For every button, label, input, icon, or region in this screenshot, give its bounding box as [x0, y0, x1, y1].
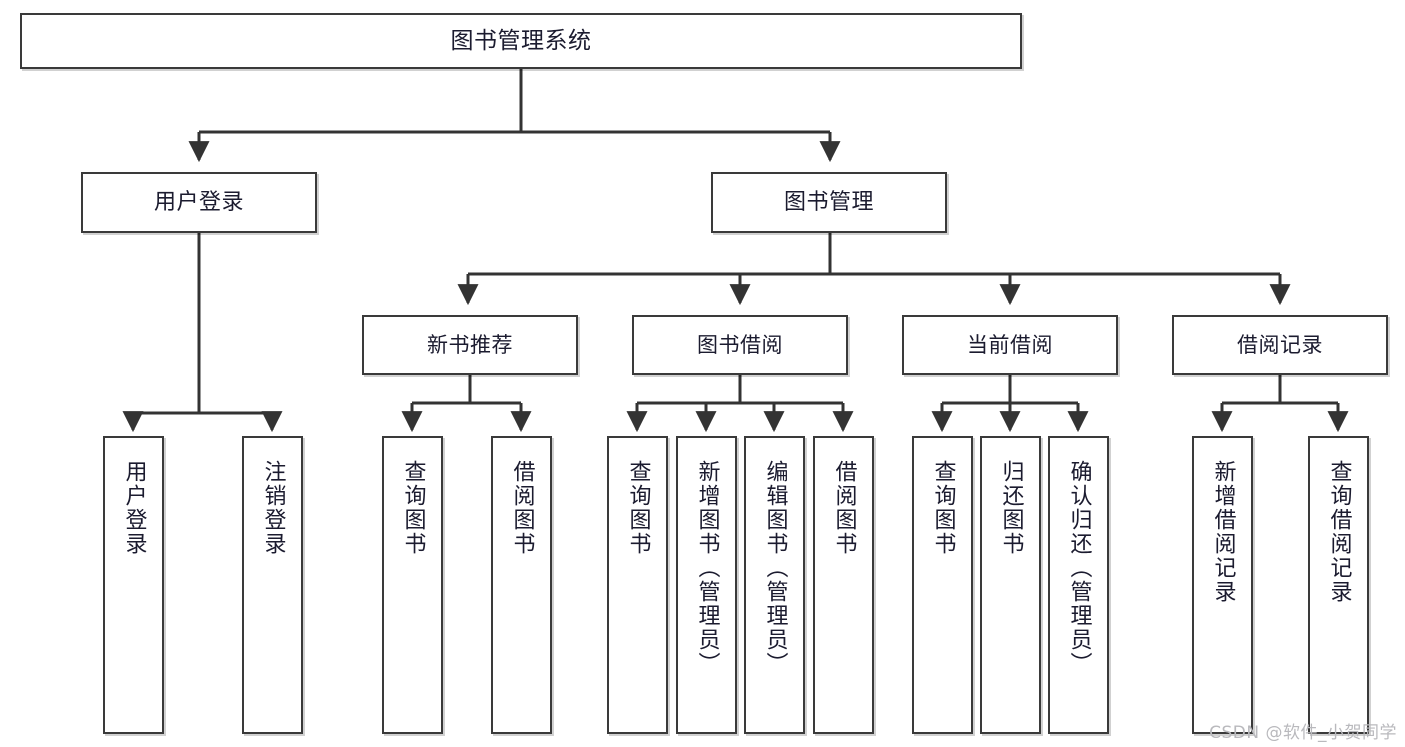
node-new-book-recommend-label: 新书推荐 [427, 332, 513, 357]
node-root[interactable]: 图书管理系统 [20, 13, 1022, 69]
node-book-borrow[interactable]: 图书借阅 [632, 315, 848, 375]
node-borrow-record[interactable]: 借阅记录 [1172, 315, 1388, 375]
node-leaf-edit-book-label: 编辑图书（管理员） [762, 460, 788, 676]
node-user-login[interactable]: 用户登录 [81, 172, 317, 233]
node-leaf-user-logout-label: 注销登录 [260, 460, 286, 556]
node-leaf-confirm-return[interactable]: 确认归还（管理员） [1048, 436, 1109, 734]
node-leaf-borrow-book-2-label: 借阅图书 [831, 460, 857, 556]
node-leaf-query-book-2-label: 查询图书 [625, 460, 651, 556]
node-current-borrow-label: 当前借阅 [967, 332, 1053, 357]
node-book-manage-label: 图书管理 [783, 189, 874, 215]
node-leaf-add-book-label: 新增图书（管理员） [694, 460, 720, 676]
node-root-label: 图书管理系统 [450, 27, 592, 54]
node-leaf-query-book-2[interactable]: 查询图书 [607, 436, 668, 734]
node-leaf-add-record[interactable]: 新增借阅记录 [1192, 436, 1253, 734]
node-book-manage[interactable]: 图书管理 [711, 172, 947, 233]
node-leaf-return-book[interactable]: 归还图书 [980, 436, 1041, 734]
node-leaf-query-record-label: 查询借阅记录 [1326, 460, 1352, 604]
node-leaf-add-book[interactable]: 新增图书（管理员） [676, 436, 737, 734]
node-leaf-borrow-book-1-label: 借阅图书 [509, 460, 535, 556]
node-leaf-user-logout[interactable]: 注销登录 [242, 436, 303, 734]
node-leaf-query-book-3-label: 查询图书 [930, 460, 956, 556]
node-book-borrow-label: 图书借阅 [697, 332, 783, 357]
node-current-borrow[interactable]: 当前借阅 [902, 315, 1118, 375]
node-leaf-confirm-return-label: 确认归还（管理员） [1066, 460, 1092, 676]
node-leaf-query-record[interactable]: 查询借阅记录 [1308, 436, 1369, 734]
node-leaf-return-book-label: 归还图书 [998, 460, 1024, 556]
node-leaf-user-login-label: 用户登录 [121, 460, 147, 556]
node-leaf-edit-book[interactable]: 编辑图书（管理员） [744, 436, 805, 734]
node-leaf-user-login[interactable]: 用户登录 [103, 436, 164, 734]
node-leaf-borrow-book-1[interactable]: 借阅图书 [491, 436, 552, 734]
node-leaf-query-book-3[interactable]: 查询图书 [912, 436, 973, 734]
watermark: CSDN @软件_小贺同学 [1209, 723, 1397, 743]
node-leaf-add-record-label: 新增借阅记录 [1210, 460, 1236, 604]
node-new-book-recommend[interactable]: 新书推荐 [362, 315, 578, 375]
node-borrow-record-label: 借阅记录 [1237, 332, 1323, 357]
node-user-login-label: 用户登录 [153, 189, 244, 215]
node-leaf-query-book-1[interactable]: 查询图书 [382, 436, 443, 734]
node-leaf-query-book-1-label: 查询图书 [400, 460, 426, 556]
node-leaf-borrow-book-2[interactable]: 借阅图书 [813, 436, 874, 734]
